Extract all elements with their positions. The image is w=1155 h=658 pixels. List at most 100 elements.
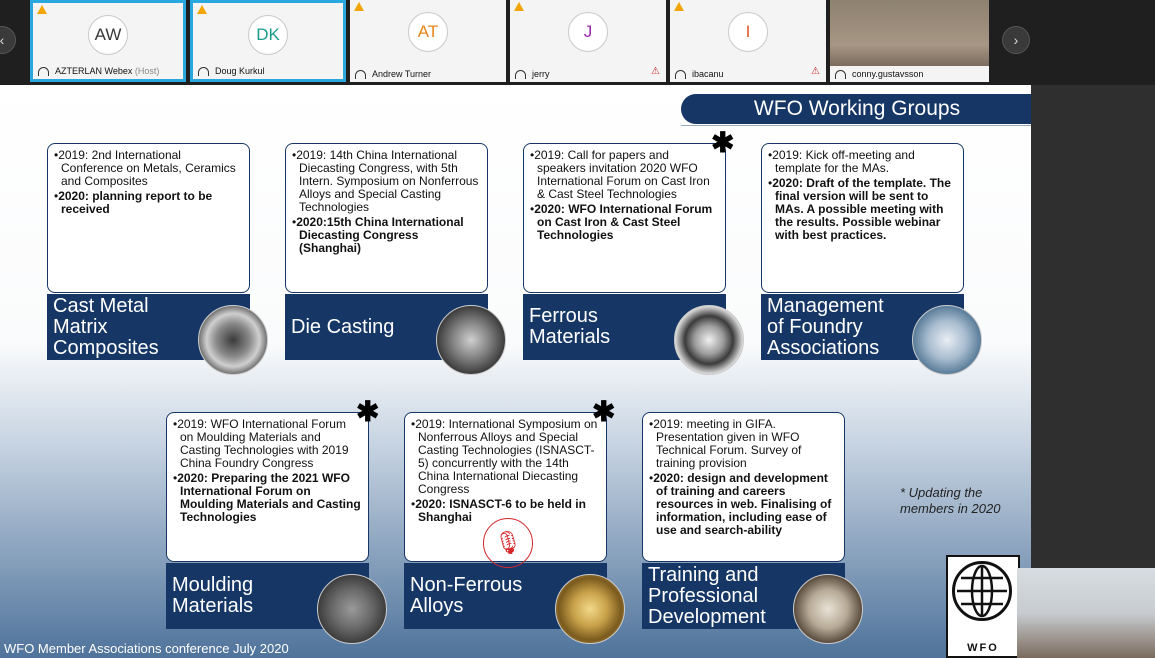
- name-text: conny.gustavsson: [852, 69, 924, 79]
- muted-mic-icon: ⚠: [811, 66, 820, 77]
- avatar: DK: [248, 15, 288, 55]
- self-view-video[interactable]: [1017, 568, 1155, 658]
- item-2019: •2019: 14th China International Diecasti…: [292, 148, 479, 214]
- participant-tile[interactable]: J jerry⚠: [510, 0, 666, 82]
- item-text: 2020: planning report to be received: [58, 189, 213, 216]
- warning-icon: [354, 2, 364, 11]
- title-text: Non-Ferrous Alloys: [410, 574, 523, 617]
- headset-icon: [835, 70, 846, 79]
- warning-icon: [37, 5, 47, 14]
- scroll-right-button[interactable]: ›: [1002, 26, 1030, 54]
- asterisk-marker: ✱: [711, 127, 735, 158]
- updating-note: * Updating the members in 2020: [900, 485, 1001, 516]
- headset-icon: [675, 70, 686, 79]
- moulds-image: [317, 574, 387, 644]
- participant-tile[interactable]: AT Andrew Turner: [350, 0, 506, 82]
- item-text: 2019: meeting in GIFA. Presentation give…: [653, 417, 802, 470]
- headset-icon: [198, 67, 209, 76]
- asterisk-marker: ✱: [356, 396, 380, 427]
- title-text: Die Casting: [291, 315, 395, 338]
- name-text: Andrew Turner: [372, 69, 432, 79]
- globe-icon: [952, 561, 1012, 621]
- title-text: Cast Metal Matrix Composites: [53, 294, 159, 359]
- title-text: Ferrous Materials: [529, 305, 611, 348]
- item-2019: •2019: Kick off-meeting and template for…: [768, 148, 915, 175]
- name-text: AZTERLAN Webex: [55, 66, 133, 76]
- title-text: Management of Foundry Associations: [767, 294, 884, 359]
- working-group-card: •2019: 2nd International Conference on M…: [47, 143, 268, 375]
- participant-video[interactable]: conny.gustavsson: [830, 0, 989, 82]
- shared-slide: WFO Working Groups •2019: 2nd Internatio…: [0, 85, 1031, 658]
- participant-tile[interactable]: I ibacanu⚠: [670, 0, 826, 82]
- avatar: AT: [408, 12, 448, 52]
- working-group-card: •2019: International Symposium on Nonfer…: [404, 398, 625, 644]
- participant-name: conny.gustavsson: [830, 66, 989, 82]
- participant-name: jerry⚠: [510, 66, 666, 82]
- wfo-logo: WFO: [946, 555, 1020, 658]
- globe-lines: [957, 564, 1007, 618]
- warning-icon: [514, 2, 524, 11]
- item-text: 2019: 2nd International Conference on Me…: [58, 148, 236, 188]
- participant-name: ibacanu ⚠: [670, 66, 826, 82]
- avatar: AW: [88, 15, 128, 55]
- participant-name: Doug Kurkul: [193, 63, 343, 79]
- item-text: 2019: Kick off-meeting and template for …: [772, 148, 915, 175]
- item-2020: •2020: ISNASCT-6 to be held in Shanghai: [411, 497, 586, 524]
- slide-footer: WFO Member Associations conference July …: [4, 641, 289, 656]
- name-text: Doug Kurkul: [215, 66, 265, 76]
- headset-icon: [355, 70, 366, 79]
- card-text: •2019: Call for papers and speakers invi…: [523, 143, 726, 293]
- host-label: (Host): [134, 66, 160, 76]
- card-text: •2019: WFO International Forum on Mouldi…: [166, 412, 369, 562]
- item-text: 2020:15th China International Diecasting…: [296, 215, 464, 255]
- steel-pipes-image: [674, 305, 744, 375]
- working-group-card: •2019: Kick off-meeting and template for…: [761, 143, 982, 375]
- item-2019: •2019: International Symposium on Nonfer…: [411, 417, 598, 496]
- brass-rods-image: [555, 574, 625, 644]
- item-2019: •2019: 2nd International Conference on M…: [54, 148, 236, 188]
- warning-icon: [674, 2, 684, 11]
- card-text: •2019: International Symposium on Nonfer…: [404, 412, 607, 562]
- item-text: 2019: 14th China International Diecastin…: [296, 148, 479, 214]
- slide-title: WFO Working Groups: [681, 94, 1031, 124]
- title-text: Training and Professional Development: [648, 563, 766, 628]
- headset-icon: [38, 67, 49, 76]
- turbine-image: [198, 305, 268, 375]
- scroll-left-button[interactable]: ‹: [0, 26, 16, 54]
- muted-mic-icon: ⚠: [651, 66, 660, 77]
- headset-icon: [515, 70, 526, 79]
- participant-name: Andrew Turner: [350, 66, 506, 82]
- item-2020: •2020: design and development of trainin…: [649, 471, 832, 537]
- item-2019: •2019: WFO International Forum on Mouldi…: [173, 417, 349, 470]
- item-text: 2020: design and development of training…: [653, 471, 832, 537]
- item-text: 2019: International Symposium on Nonferr…: [415, 417, 598, 496]
- participant-tile[interactable]: DK Doug Kurkul: [190, 0, 346, 82]
- workshop-image: [793, 574, 863, 644]
- item-text: 2019: Call for papers and speakers invit…: [534, 148, 710, 201]
- warning-icon: [197, 5, 207, 14]
- video-name-bar: conny.gustavsson: [830, 66, 989, 82]
- meeting-image: [912, 305, 982, 375]
- muted-mic-icon[interactable]: 🎙: [483, 518, 533, 568]
- card-text: •2019: meeting in GIFA. Presentation giv…: [642, 412, 845, 562]
- item-text: 2020: Preparing the 2021 WFO Internation…: [177, 471, 361, 524]
- item-2020: •2020:15th China International Diecastin…: [292, 215, 464, 255]
- side-panel: [1031, 85, 1155, 568]
- logo-label: WFO: [967, 642, 999, 654]
- item-text: 2020: ISNASCT-6 to be held in Shanghai: [415, 497, 586, 524]
- participant-name: AZTERLAN Webex (Host): [33, 63, 183, 79]
- working-group-card: •2019: Call for papers and speakers invi…: [523, 129, 744, 375]
- asterisk-marker: ✱: [592, 396, 616, 427]
- working-group-card: •2019: WFO International Forum on Mouldi…: [166, 398, 387, 644]
- engine-block-image: [436, 305, 506, 375]
- name-text: ibacanu: [692, 69, 724, 79]
- item-2020: •2020: planning report to be received: [54, 189, 213, 216]
- participant-tile[interactable]: AW AZTERLAN Webex (Host): [30, 0, 186, 82]
- item-2019: •2019: Call for papers and speakers invi…: [530, 148, 710, 201]
- working-group-card: •2019: 14th China International Diecasti…: [285, 143, 506, 375]
- item-2020: •2020: Preparing the 2021 WFO Internatio…: [173, 471, 361, 524]
- title-text: Moulding Materials: [172, 574, 254, 617]
- title-divider: [681, 125, 1031, 126]
- card-text: •2019: 14th China International Diecasti…: [285, 143, 488, 293]
- avatar: J: [568, 12, 608, 52]
